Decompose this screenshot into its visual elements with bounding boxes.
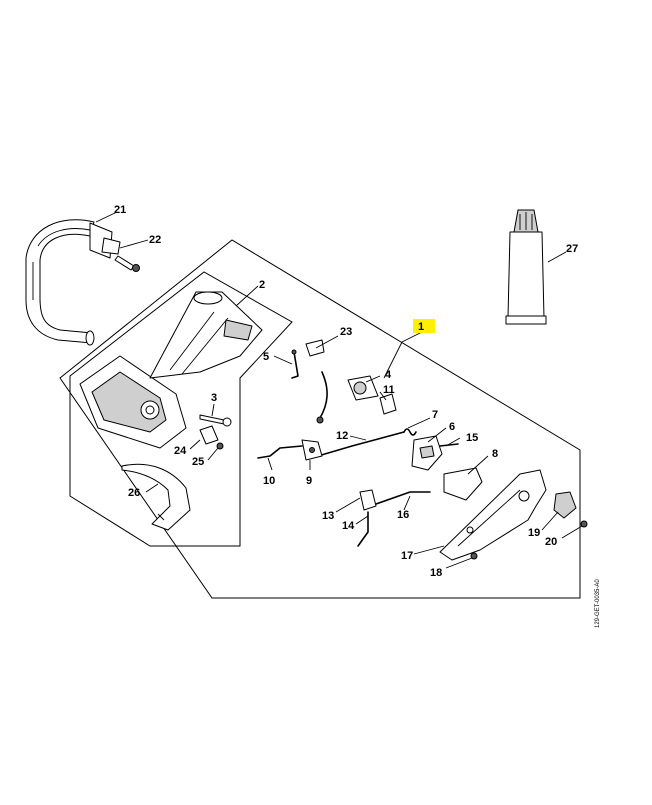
connector-11 bbox=[379, 393, 397, 415]
document-code: 129-GET-0035-A0 bbox=[595, 579, 601, 628]
screw-22 bbox=[114, 255, 140, 272]
callout-10: 10 bbox=[263, 475, 275, 487]
cap-19 bbox=[553, 491, 577, 519]
screw-18 bbox=[470, 552, 478, 560]
callout-8: 8 bbox=[492, 448, 498, 460]
callout-16: 16 bbox=[397, 509, 409, 521]
trim-26 bbox=[121, 463, 191, 531]
clip-5 bbox=[291, 349, 299, 379]
clip-24 bbox=[199, 425, 219, 445]
callout-19: 19 bbox=[528, 527, 540, 539]
lever-13 bbox=[359, 489, 377, 511]
rod-14 bbox=[357, 511, 369, 547]
lever-9 bbox=[301, 439, 323, 461]
callout-7: 7 bbox=[432, 409, 438, 421]
callout-23: 23 bbox=[340, 326, 352, 338]
callout-5: 5 bbox=[263, 351, 269, 363]
rod-16 bbox=[375, 491, 431, 505]
handle-housing bbox=[79, 291, 263, 449]
callout-12: 12 bbox=[336, 430, 348, 442]
assembly-1-frame bbox=[59, 239, 581, 599]
callout-27: 27 bbox=[566, 243, 578, 255]
callout-14: 14 bbox=[342, 520, 355, 532]
callout-1-highlight bbox=[413, 319, 435, 333]
spring-7 bbox=[403, 428, 417, 436]
callout-18: 18 bbox=[430, 567, 442, 579]
callout-4: 4 bbox=[385, 369, 392, 381]
callout-11: 11 bbox=[383, 384, 395, 396]
callout-25: 25 bbox=[192, 456, 204, 468]
callout-22: 22 bbox=[149, 234, 161, 246]
rod-10 bbox=[257, 445, 303, 459]
callout-6: 6 bbox=[449, 421, 455, 433]
callout-13: 13 bbox=[322, 510, 334, 522]
spring-15 bbox=[439, 443, 459, 447]
grease-tube bbox=[505, 209, 547, 325]
leader-lines bbox=[95, 211, 583, 569]
callout-2: 2 bbox=[259, 279, 265, 291]
callout-15: 15 bbox=[466, 432, 478, 444]
callouts: 1 2 3 4 5 6 7 8 9 10 11 12 13 14 15 16 1… bbox=[114, 204, 578, 579]
grip-17 bbox=[439, 469, 547, 561]
callout-17: 17 bbox=[401, 550, 413, 562]
trigger-6 bbox=[411, 435, 443, 471]
callout-9: 9 bbox=[306, 475, 312, 487]
screw-20 bbox=[580, 520, 588, 528]
screw-25 bbox=[216, 442, 224, 450]
callout-3: 3 bbox=[211, 392, 217, 404]
callout-21: 21 bbox=[114, 204, 126, 216]
callout-24: 24 bbox=[174, 445, 187, 457]
callout-1: 1 bbox=[418, 321, 424, 333]
assembly-2-frame bbox=[69, 271, 293, 547]
rod-12 bbox=[317, 431, 405, 457]
bolt-3 bbox=[199, 414, 232, 427]
callout-20: 20 bbox=[545, 536, 557, 548]
switch-4 bbox=[347, 375, 379, 401]
lock-8 bbox=[443, 467, 483, 501]
callout-26: 26 bbox=[128, 487, 140, 499]
cable-23 bbox=[305, 339, 328, 424]
handlebar bbox=[25, 219, 121, 346]
